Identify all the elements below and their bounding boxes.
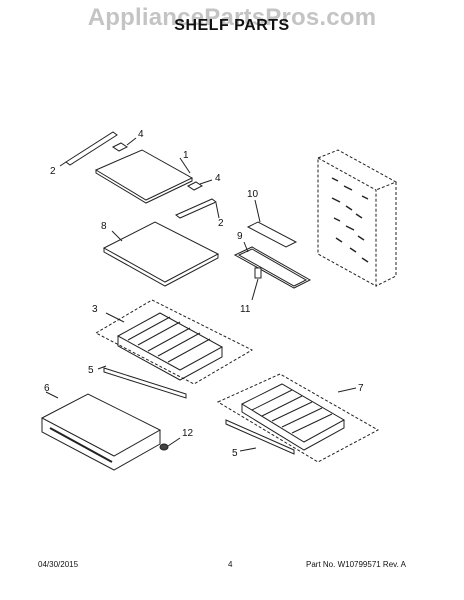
part-3-drawer-outline xyxy=(94,299,254,385)
callout-5-upper: 5 xyxy=(88,365,94,376)
part-2-top-rail xyxy=(59,131,118,167)
part-2-middle-rail xyxy=(175,198,220,219)
part-9-shelf-frame xyxy=(233,241,312,289)
part-3-drawer-rack xyxy=(105,312,224,381)
callout-4-right: 4 xyxy=(215,173,221,184)
cabinet-vent-slots xyxy=(331,177,369,263)
part-6-drawer-front xyxy=(40,391,162,471)
part-7-drawer-rack xyxy=(240,383,357,451)
part-10-trim-strip xyxy=(246,199,298,248)
callout-10: 10 xyxy=(247,189,259,200)
footer-page-number: 4 xyxy=(228,560,233,569)
part-11-stud xyxy=(251,267,262,301)
part-12-screw xyxy=(159,437,181,451)
callout-9: 9 xyxy=(237,231,243,242)
footer-date: 04/30/2015 xyxy=(38,560,79,569)
callout-labels: 1 2 2 3 4 4 5 5 6 7 8 9 10 11 12 xyxy=(44,129,364,459)
part-4-top-clip xyxy=(112,137,137,152)
watermark-text: AppliancePartsPros.com xyxy=(87,4,377,31)
callout-3: 3 xyxy=(92,304,98,315)
callout-2-top: 2 xyxy=(50,166,56,177)
part-5-front-trim-upper xyxy=(97,365,187,399)
footer-part-number: Part No. W10799571 Rev. A xyxy=(306,560,406,569)
part-8-shelf-panel xyxy=(102,221,220,287)
callout-7: 7 xyxy=(358,383,364,394)
callout-4-top: 4 xyxy=(138,129,144,140)
part-4-right-clip xyxy=(187,179,213,191)
callout-2-middle: 2 xyxy=(218,218,224,229)
callout-5-lower: 5 xyxy=(232,448,238,459)
page-title: SHELF PARTS xyxy=(174,17,290,34)
cabinet-outline xyxy=(317,149,398,287)
part-5-front-trim-lower xyxy=(225,419,295,455)
part-1-glass-shelf xyxy=(94,149,194,204)
callout-1: 1 xyxy=(183,150,189,161)
callout-11: 11 xyxy=(240,304,251,315)
part-7-drawer-outline xyxy=(216,373,380,463)
callout-6: 6 xyxy=(44,383,50,394)
callout-12: 12 xyxy=(182,428,194,439)
callout-8: 8 xyxy=(101,221,107,232)
